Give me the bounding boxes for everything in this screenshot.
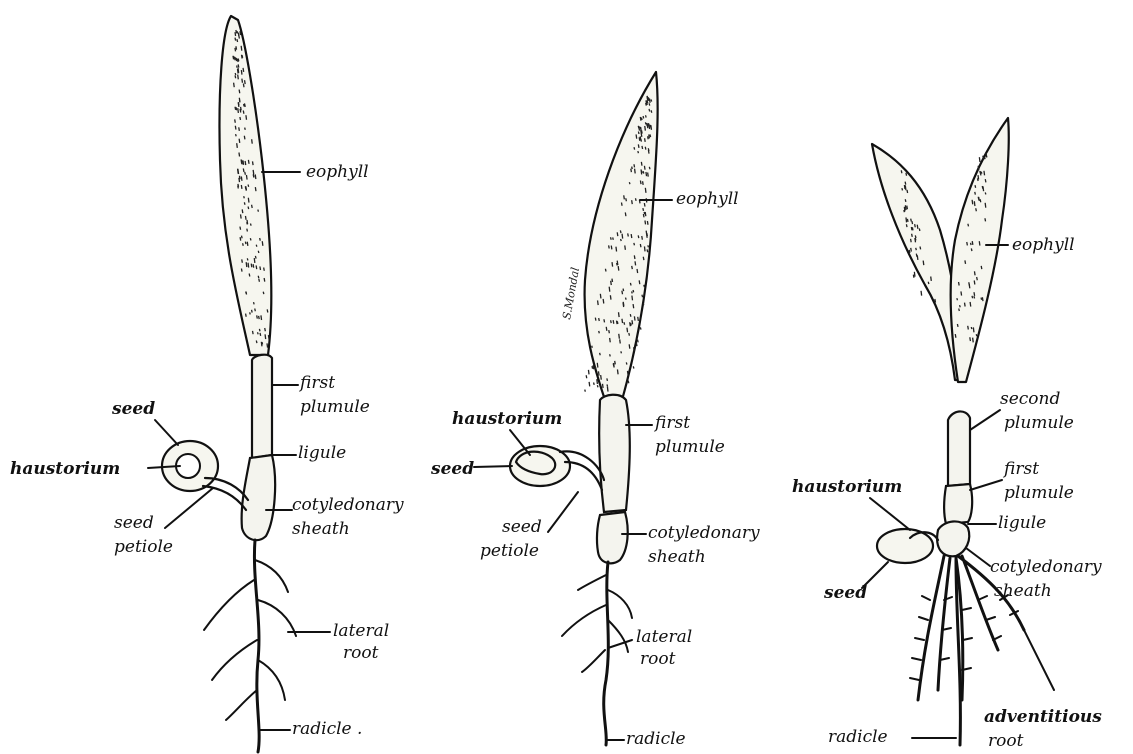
panel-1: eophyll first plumule seed haustorium li… <box>10 16 404 752</box>
p3-label-second-plumule-1: second <box>1000 389 1060 409</box>
p2-signature: S.Mondal <box>560 266 582 321</box>
p1-label-cotyledonary-sheath-1: cotyledonary <box>292 495 404 515</box>
p2-cotyledonary-sheath-shape <box>597 512 628 563</box>
p2-label-cotyledonary-sheath-2: sheath <box>648 547 706 567</box>
p3-seed-shape <box>877 529 933 563</box>
p1-label-lateral-root-1: lateral <box>333 621 389 641</box>
p3-cotyledonary-sheath-shape <box>937 521 969 556</box>
p2-label-seed-petiole-1: seed <box>502 517 542 537</box>
p1-label-seed-petiole-1: seed <box>114 513 154 533</box>
p3-label-cotyledonary-sheath-2: sheath <box>994 581 1052 601</box>
p1-label-lateral-root-2: root <box>343 643 379 663</box>
p3-first-plumule-shape <box>944 484 972 524</box>
p1-label-seed-petiole-2: petiole <box>114 537 173 557</box>
p3-label-first-plumule-1: first <box>1002 459 1039 479</box>
p2-lateral-roots <box>562 575 632 672</box>
p1-label-ligule: ligule <box>298 443 346 463</box>
p1-label-first-plumule-1: first <box>298 373 335 393</box>
p2-label-radicle: radicle <box>626 729 686 749</box>
p3-label-haustorium: haustorium <box>792 477 902 497</box>
p2-label-first-plumule-2: plumule <box>655 437 725 457</box>
p1-first-plumule-shape <box>252 355 272 458</box>
p3-label-cotyledonary-sheath-1: cotyledonary <box>990 557 1102 577</box>
p3-label-second-plumule-2: plumule <box>1004 413 1074 433</box>
p1-label-eophyll: eophyll <box>306 162 369 182</box>
p3-label-first-plumule-2: plumule <box>1004 483 1074 503</box>
p2-label-haustorium: haustorium <box>452 409 562 429</box>
p2-label-seed: seed <box>430 459 474 479</box>
p1-lateral-roots <box>204 560 296 720</box>
p1-label-cotyledonary-sheath-2: sheath <box>292 519 350 539</box>
p1-radicle-shape <box>254 540 259 752</box>
p1-label-seed: seed <box>111 399 155 419</box>
p1-label-haustorium: haustorium <box>10 459 120 479</box>
p2-label-first-plumule-1: first <box>653 413 690 433</box>
p3-label-ligule: ligule <box>998 513 1046 533</box>
p2-label-eophyll: eophyll <box>676 189 739 209</box>
p3-label-radicle: radicle <box>828 727 888 747</box>
panel-2: S.Mondal eophyll haustorium seed first p… <box>430 72 760 749</box>
p2-label-cotyledonary-sheath-1: cotyledonary <box>648 523 760 543</box>
p3-label-eophyll: eophyll <box>1012 235 1075 255</box>
p3-label-seed: seed <box>823 583 867 603</box>
p2-label-seed-petiole-2: petiole <box>480 541 539 561</box>
p1-label-first-plumule-2: plumule <box>300 397 370 417</box>
p3-adventitious-roots <box>918 556 1024 700</box>
p2-label-lateral-root-2: root <box>640 649 676 669</box>
p3-label-adventitious-root-1: adventitious <box>984 707 1102 727</box>
panel-3: eophyll second plumule haustorium first … <box>792 118 1102 751</box>
p2-first-plumule-shape <box>599 395 630 512</box>
p1-eophyll-shape <box>219 16 271 355</box>
p1-label-radicle: radicle . <box>292 719 362 739</box>
p2-label-lateral-root-1: lateral <box>636 627 692 647</box>
p3-eophyll-left-shape <box>872 144 962 380</box>
p3-label-adventitious-root-2: root <box>988 731 1024 751</box>
p3-second-plumule-shape <box>948 411 970 486</box>
